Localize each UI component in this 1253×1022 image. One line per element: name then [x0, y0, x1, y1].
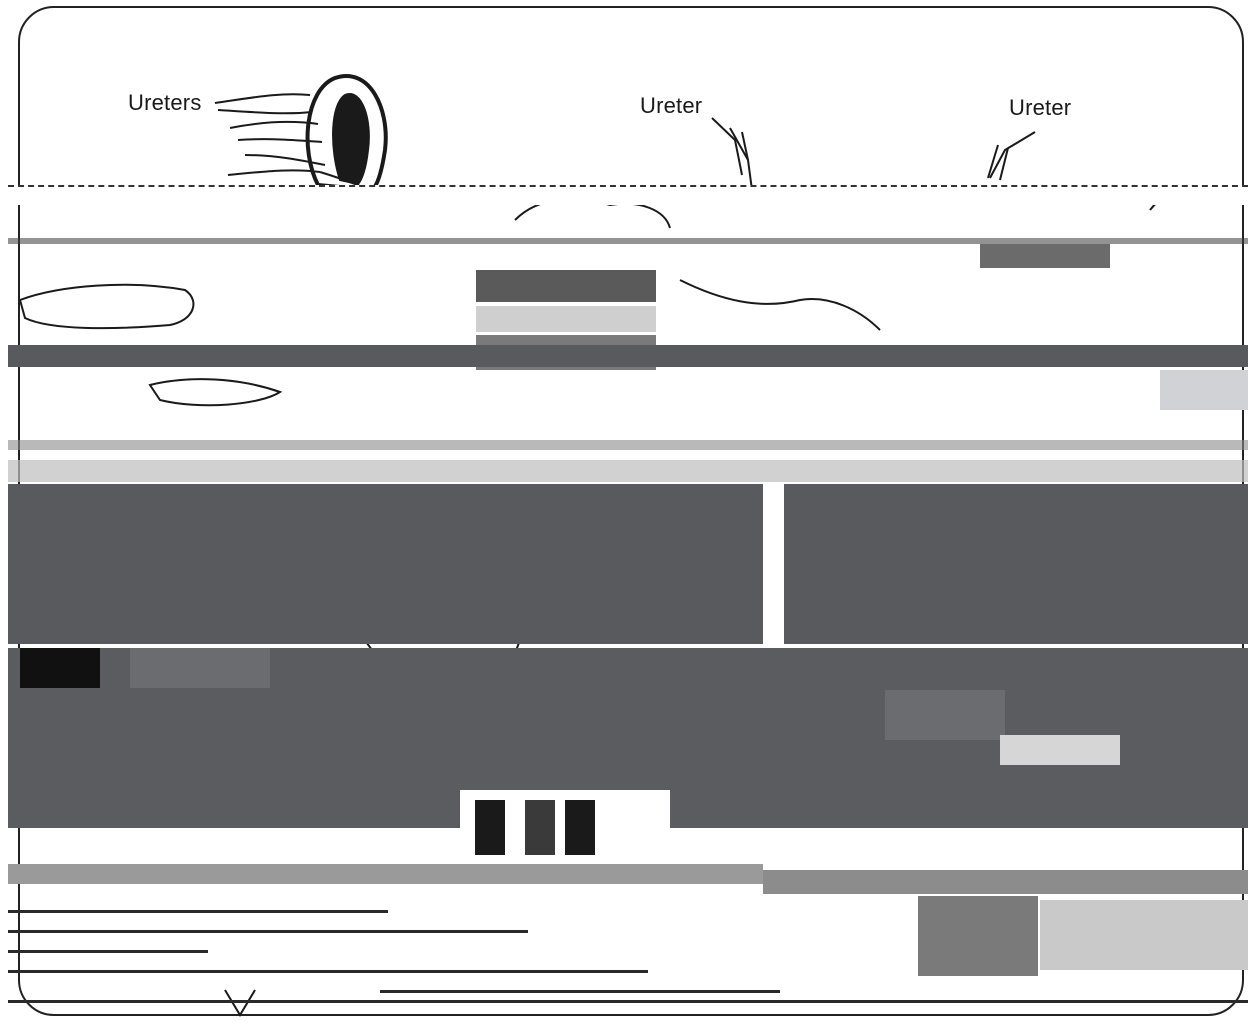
noise-band-1	[8, 185, 1248, 205]
stripe-1	[8, 910, 388, 913]
noise-band-2	[8, 238, 1248, 244]
stripe-2	[8, 930, 528, 933]
noise-band-3	[8, 440, 1248, 450]
stripe-5	[8, 1000, 1248, 1003]
gray-block-1	[476, 270, 656, 302]
dark-block-4	[565, 800, 595, 855]
noise-band-4	[8, 460, 1248, 482]
lower-band-2	[763, 870, 1248, 894]
gray-panel-left	[8, 484, 763, 644]
dark-block-2	[475, 800, 505, 855]
dark-band-1	[8, 345, 1248, 367]
dark-block-1	[20, 648, 100, 688]
light-block-2	[1160, 370, 1248, 410]
ureter-center-lines	[711, 117, 753, 191]
bladder-left-drawing	[214, 74, 388, 193]
stripe-4	[8, 970, 648, 973]
gray-panel-right	[784, 484, 1248, 644]
lower-band-1	[8, 864, 763, 884]
light-block-1	[476, 306, 656, 332]
gray-block-3	[980, 244, 1110, 268]
stripe-6	[380, 990, 780, 993]
dark-block-3	[525, 800, 555, 855]
label-ureter-right: Ureter	[1009, 95, 1072, 120]
ureter-right-lines	[987, 131, 1036, 181]
stripe-3	[8, 950, 208, 953]
label-ureter-center: Ureter	[640, 93, 703, 118]
light-block-3	[1000, 735, 1120, 765]
light-block-4	[1040, 900, 1248, 970]
label-ureters: Ureters	[128, 90, 202, 115]
gray-block-4	[130, 648, 270, 688]
gray-block-6	[918, 896, 1038, 976]
gray-block-5	[885, 690, 1005, 740]
